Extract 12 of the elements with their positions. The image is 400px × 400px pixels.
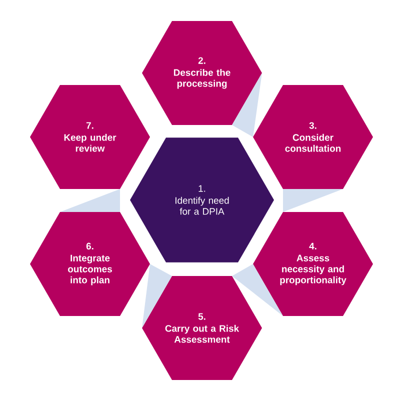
step-hexagon: 3. Consider consultation <box>253 85 373 189</box>
step-hexagon: 4. Assess necessity and proportionality <box>253 212 373 316</box>
step-hexagon: 7. Keep under review <box>30 85 150 189</box>
connector-triangle <box>232 73 262 137</box>
step-hexagon: 6. Integrate outcomes into plan <box>30 212 150 316</box>
center-hexagon: 1. Identify need for a DPIA <box>130 138 274 262</box>
connector-triangle <box>142 264 172 328</box>
connector-triangle <box>232 264 283 316</box>
step-hexagon: 2. Describe the processing <box>142 21 262 125</box>
connector-triangle <box>283 189 343 212</box>
step-hexagon: 5. Carry out a Risk Assessment <box>142 276 262 380</box>
connector-triangle <box>60 189 120 212</box>
